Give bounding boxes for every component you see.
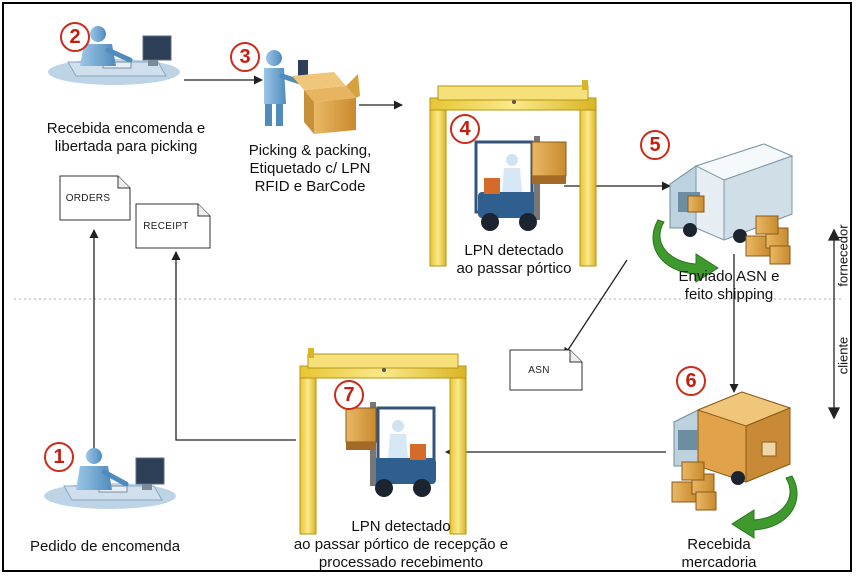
flow-arrows <box>89 75 739 457</box>
step-7-label: LPN detectado ao passar pórtico de recep… <box>266 518 536 571</box>
side-arrow <box>827 228 841 420</box>
diagram-canvas <box>14 26 844 539</box>
boxes-icon <box>745 215 791 265</box>
client-side-label: cliente <box>835 336 851 375</box>
gate-icon <box>429 80 597 267</box>
document-icon <box>135 203 211 249</box>
forklift-icon <box>345 402 436 497</box>
document-icon <box>59 175 131 221</box>
arrow-5-to-asn <box>563 259 628 357</box>
forklift-icon <box>474 136 567 231</box>
step-7-label-line: LPN detectado <box>351 518 451 535</box>
step-4-number: 4 <box>450 114 480 144</box>
supplier-side-label: fornecedor <box>835 224 851 287</box>
step-6-number: 6 <box>676 366 706 396</box>
step-4-label-line: LPN detectado <box>464 242 564 259</box>
workstation-icon <box>44 448 176 509</box>
step-5-label-line: feito shipping <box>684 286 774 303</box>
step-7-number: 7 <box>334 380 364 410</box>
packer-icon <box>264 50 360 134</box>
gate-icon <box>299 348 467 535</box>
step-3-number: 3 <box>230 42 260 72</box>
workstation-icon <box>48 26 180 85</box>
step-5-label: Enviado ASN e feito shipping <box>654 268 804 304</box>
step-1-number: 1 <box>44 442 74 472</box>
step-7-label-line: processado recebimento <box>318 554 484 571</box>
step-1-label-line: Pedido de encomenda <box>29 538 181 555</box>
step-4-label: LPN detectado ao passar pórtico <box>434 242 594 278</box>
step-6-label: Recebida mercadoria <box>644 536 794 571</box>
step-2-label-line: libertada para picking <box>54 138 198 155</box>
asn-document: ASN <box>510 350 582 390</box>
green-return-arrow-icon <box>731 475 798 539</box>
step-5-label-line: Enviado ASN e <box>678 268 780 285</box>
asn-document-label: ASN <box>528 365 550 376</box>
orders-document: ORDERS <box>60 176 130 220</box>
green-return-arrow-icon <box>652 219 719 283</box>
step-3-label-line: Etiquetado c/ LPN <box>249 160 371 177</box>
step-5-number: 5 <box>640 130 670 160</box>
orders-document-label: ORDERS <box>65 193 111 204</box>
step-1-label: Pedido de encomenda <box>10 538 200 556</box>
step-3-label-line: RFID e BarCode <box>254 178 366 195</box>
document-icon <box>509 349 583 391</box>
step-2-label-line: Recebida encomenda e <box>46 120 206 137</box>
step-3-label-line: Picking & packing, <box>248 142 372 159</box>
receipt-document-label: RECEIPT <box>143 221 189 232</box>
step-4-label-line: ao passar pórtico <box>456 260 572 277</box>
step-7-label-line: ao passar pórtico de recepção e <box>293 536 509 553</box>
receipt-document: RECEIPT <box>136 204 210 248</box>
step-3-label: Picking & packing, Etiquetado c/ LPN RFI… <box>230 142 390 196</box>
step-6-label-line: mercadoria <box>681 554 757 571</box>
step-2-number: 2 <box>60 22 90 52</box>
step-6-label-line: Recebida <box>687 536 751 553</box>
step-2-label: Recebida encomenda e libertada para pick… <box>26 120 226 156</box>
boxes-icon <box>671 461 717 511</box>
arrow-7-to-receipt <box>171 251 296 441</box>
